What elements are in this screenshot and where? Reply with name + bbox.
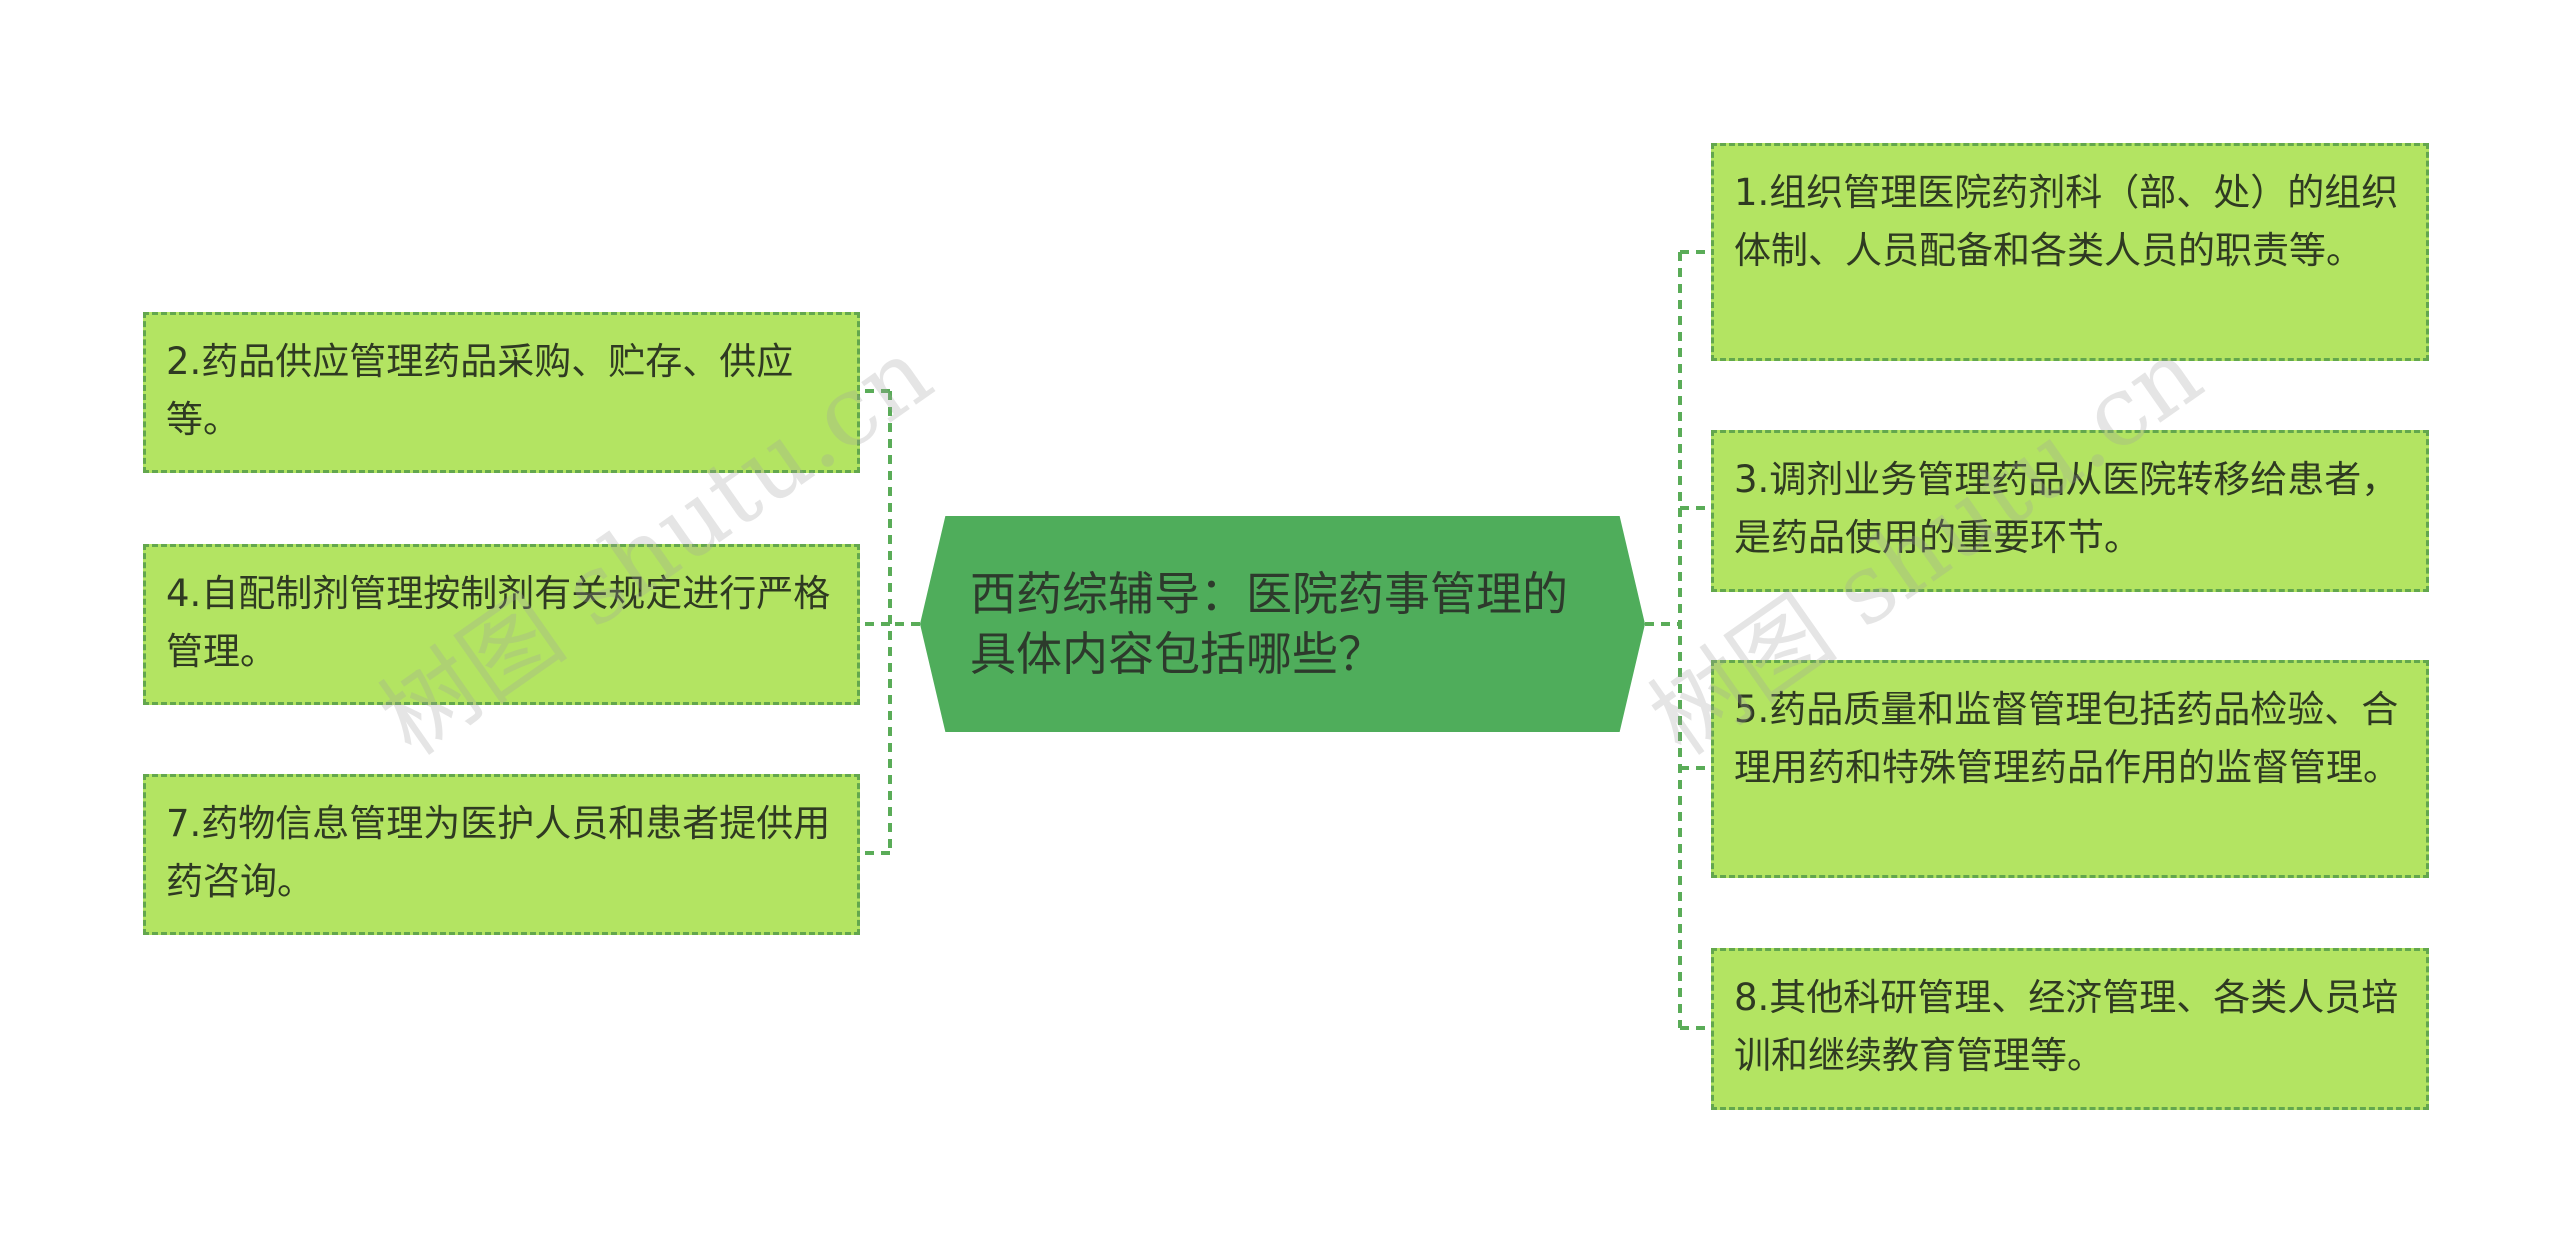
topic-node-text: 1.组织管理医院药剂科（部、处）的组织体制、人员配备和各类人员的职责等。 xyxy=(1734,171,2399,272)
topic-node-2[interactable]: 2.药品供应管理药品采购、贮存、供应等。 xyxy=(143,312,860,473)
central-topic[interactable]: 西药综辅导：医院药事管理的具体内容包括哪些？ xyxy=(920,516,1645,732)
topic-node-text: 2.药品供应管理药品采购、贮存、供应等。 xyxy=(166,340,794,441)
topic-node-text: 4.自配制剂管理按制剂有关规定进行严格管理。 xyxy=(166,572,831,673)
topic-node-8[interactable]: 8.其他科研管理、经济管理、各类人员培训和继续教育管理等。 xyxy=(1711,948,2429,1110)
topic-node-text: 7.药物信息管理为医护人员和患者提供用药咨询。 xyxy=(166,802,831,903)
topic-node-1[interactable]: 1.组织管理医院药剂科（部、处）的组织体制、人员配备和各类人员的职责等。 xyxy=(1711,143,2429,361)
topic-node-text: 5.药品质量和监督管理包括药品检验、合理用药和特殊管理药品作用的监督管理。 xyxy=(1734,688,2400,789)
central-topic-title: 西药综辅导：医院药事管理的具体内容包括哪些？ xyxy=(970,567,1568,681)
topic-node-7[interactable]: 7.药物信息管理为医护人员和患者提供用药咨询。 xyxy=(143,774,860,935)
connector-right-trunk xyxy=(1645,252,1682,1028)
connector-left-trunk xyxy=(888,391,920,853)
topic-node-5[interactable]: 5.药品质量和监督管理包括药品检验、合理用药和特殊管理药品作用的监督管理。 xyxy=(1711,660,2429,878)
topic-node-3[interactable]: 3.调剂业务管理药品从医院转移给患者，是药品使用的重要环节。 xyxy=(1711,430,2429,592)
topic-node-text: 3.调剂业务管理药品从医院转移给患者，是药品使用的重要环节。 xyxy=(1734,458,2399,559)
topic-node-4[interactable]: 4.自配制剂管理按制剂有关规定进行严格管理。 xyxy=(143,544,860,705)
topic-node-text: 8.其他科研管理、经济管理、各类人员培训和继续教育管理等。 xyxy=(1734,976,2399,1077)
